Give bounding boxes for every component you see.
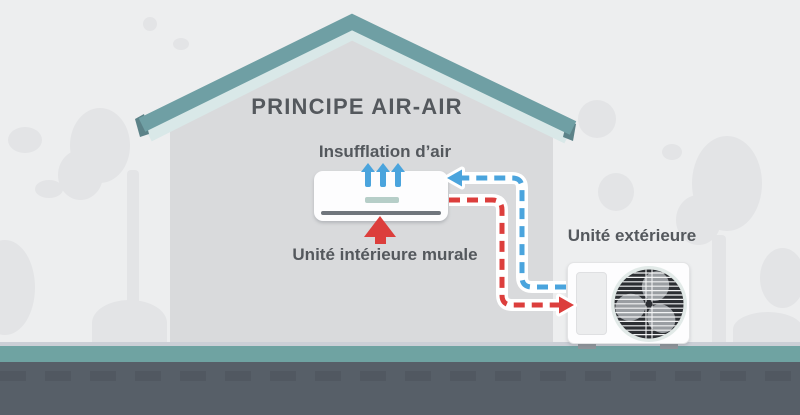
outdoor-unit-side-panel [576, 272, 607, 335]
outdoor-unit [567, 262, 690, 344]
air-flow-up-arrow-icon [360, 163, 376, 187]
bush-silhouette [662, 144, 682, 160]
tree-canopy-silhouette [58, 150, 103, 200]
bush-silhouette [598, 173, 634, 211]
ground-soil [0, 362, 800, 415]
ground-texture [0, 371, 800, 381]
bush-silhouette [733, 312, 800, 347]
bush-silhouette [578, 100, 616, 138]
cold-line-arrowhead-icon [444, 166, 465, 190]
tree-trunk-silhouette [712, 235, 726, 347]
outdoor-unit-label: Unité extérieure [567, 226, 697, 245]
bush-silhouette [760, 248, 800, 308]
indoor-unit-vent [321, 211, 441, 215]
roof-edge-right [563, 120, 576, 141]
indoor-unit-status-light [365, 197, 399, 203]
indoor-unit-pointer-arrow-icon [364, 216, 396, 244]
bush-silhouette [35, 180, 63, 198]
roof-edge-left [135, 114, 149, 137]
diagram-title: PRINCIPE AIR-AIR [251, 94, 463, 119]
outdoor-unit-foot [660, 340, 678, 349]
air-flow-up-arrow-icon [390, 163, 406, 187]
bush-silhouette [0, 240, 35, 335]
cloud-silhouette [143, 17, 157, 31]
outdoor-unit-foot [578, 340, 596, 349]
indoor-unit-label: Unité intérieure murale [292, 245, 478, 264]
bush-silhouette [8, 127, 42, 153]
cloud-silhouette [173, 38, 189, 50]
ground-grass-strip [0, 346, 800, 362]
air-supply-label: Insufflation d’air [318, 142, 452, 161]
air-flow-up-arrow-icon [375, 163, 391, 187]
roof-underside [146, 27, 570, 144]
fan-icon [611, 266, 687, 342]
bush-silhouette [92, 300, 167, 346]
